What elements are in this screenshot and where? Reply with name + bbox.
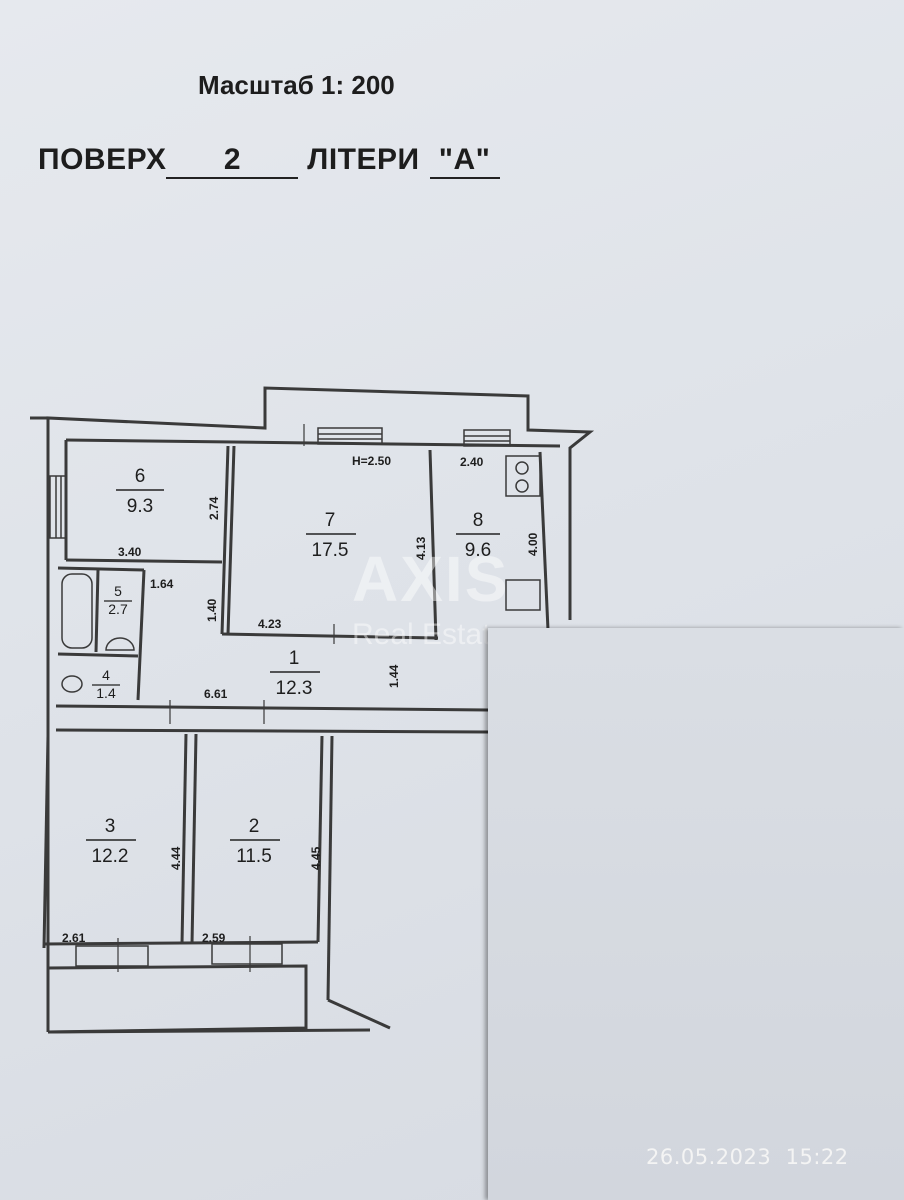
dimension-label: 4.00 xyxy=(526,532,540,556)
room-area: 2.7 xyxy=(108,601,128,617)
room-number: 2 xyxy=(249,816,260,837)
room-number: 6 xyxy=(135,466,146,487)
photo-timestamp: 26.05.2023 15:22 xyxy=(646,1145,849,1169)
dimension-label: 2.61 xyxy=(62,931,86,945)
room-number: 8 xyxy=(473,510,484,531)
room-area: 11.5 xyxy=(236,846,272,867)
room-area: 17.5 xyxy=(312,540,349,561)
room-area: 1.4 xyxy=(96,685,116,701)
room-number: 1 xyxy=(289,648,300,669)
ceiling-height: Н=2.50 xyxy=(352,454,391,468)
dimension-label: 4.23 xyxy=(258,617,282,631)
room-number: 5 xyxy=(114,583,122,599)
watermark-subtitle: Real Estate xyxy=(352,618,508,651)
room-area: 12.3 xyxy=(276,678,313,699)
dimension-label: 2.74 xyxy=(207,496,221,520)
fixtures xyxy=(61,455,541,693)
room-area: 9.6 xyxy=(465,540,491,561)
letters-label: ЛІТЕРИ xyxy=(307,143,420,176)
timestamp-date: 26.05.2023 xyxy=(646,1145,772,1169)
room-labels: 6 9.3 7 17.5 8 9.6 1 12.3 3 12.2 2 11.5 xyxy=(86,466,500,867)
room-area: 12.2 xyxy=(92,846,129,867)
room-number: 7 xyxy=(325,510,336,531)
stove-icon xyxy=(505,455,541,497)
floor-number: 2 xyxy=(166,143,299,179)
burner-icon xyxy=(515,479,529,493)
scale-label: Масштаб 1: 200 xyxy=(198,70,395,100)
room-number: 4 xyxy=(102,667,110,683)
dimension-labels: Н=2.50 2.40 3.40 1.64 4.23 6.61 2.61 2.5… xyxy=(62,454,540,945)
room-area: 9.3 xyxy=(127,496,153,517)
window-marks xyxy=(49,427,511,967)
overlapping-paper xyxy=(488,628,904,1200)
door-ticks xyxy=(117,424,335,972)
room-number: 3 xyxy=(105,816,116,837)
dimension-label: 1.44 xyxy=(387,664,401,688)
letters-value: "А" xyxy=(429,143,500,179)
dimension-label: 6.61 xyxy=(204,687,228,701)
small-room-labels: 5 2.7 4 1.4 xyxy=(92,583,132,701)
dimension-label: 4.13 xyxy=(414,536,428,560)
dimension-label: 4.45 xyxy=(309,846,323,870)
washbasin-icon xyxy=(105,637,135,651)
plan-walls xyxy=(30,386,595,1034)
dimension-label: 3.40 xyxy=(118,545,142,559)
watermark-logo: AXIS xyxy=(352,543,510,615)
dimension-label: 1.64 xyxy=(150,577,174,591)
sink-icon xyxy=(505,579,541,611)
dimension-label: 1.40 xyxy=(205,598,219,622)
timestamp-time: 15:22 xyxy=(785,1145,849,1169)
dimension-label: 2.59 xyxy=(202,931,226,945)
dimension-label: 2.40 xyxy=(460,455,484,469)
floor-label: ПОВЕРХ xyxy=(38,143,167,176)
bathtub-icon xyxy=(61,573,93,649)
toilet-icon xyxy=(61,675,83,693)
dimension-label: 4.44 xyxy=(169,846,183,870)
burner-icon xyxy=(515,461,529,475)
